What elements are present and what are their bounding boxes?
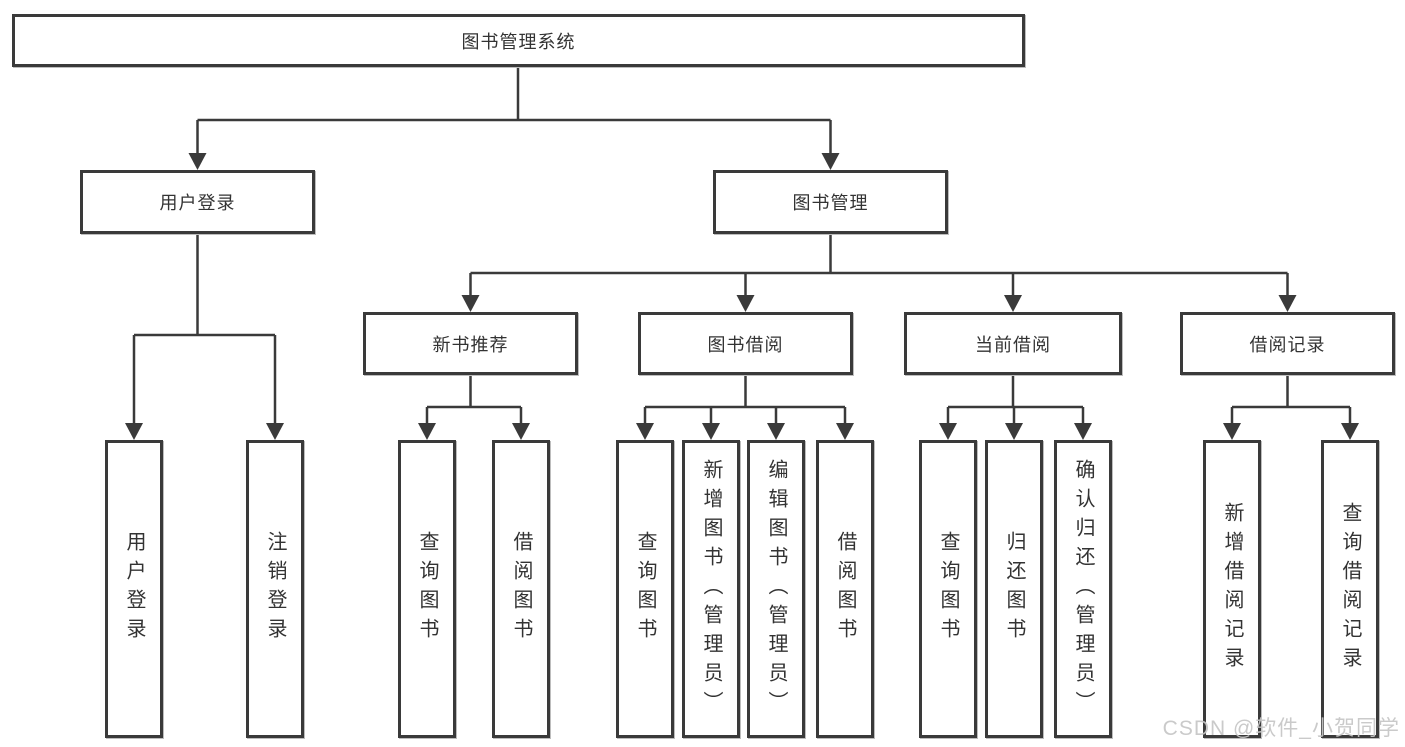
leaf-borrow-book-1: 借阅图书 [492, 440, 550, 738]
leaf-add-book-admin-label: 新增图书（管理员） [700, 458, 722, 720]
connector-book-borrow-children [636, 375, 854, 440]
connector-user-login-children [125, 234, 284, 440]
arrowhead-icon [821, 153, 840, 170]
leaf-query-borrow-record: 查询借阅记录 [1321, 440, 1379, 738]
leaf-query-book-1: 查询图书 [398, 440, 456, 738]
arrowhead-icon [1341, 423, 1359, 440]
connector-new-rec-children [418, 375, 530, 440]
arrowhead-icon [125, 423, 143, 440]
leaf-user-login-label: 用户登录 [123, 531, 145, 647]
connector-root-to-level2 [188, 67, 840, 170]
arrowhead-icon [836, 423, 854, 440]
leaf-logout-label: 注销登录 [264, 531, 286, 647]
arrowhead-icon [1004, 295, 1022, 312]
leaf-query-book-3-label: 查询图书 [937, 531, 959, 647]
leaf-query-book-2-label: 查询图书 [634, 531, 656, 647]
leaf-return-book-label: 归还图书 [1003, 531, 1025, 647]
arrowhead-icon [939, 423, 957, 440]
leaf-borrow-book-1-label: 借阅图书 [510, 531, 532, 647]
node-user-login: 用户登录 [80, 170, 315, 234]
node-book-borrow: 图书借阅 [638, 312, 853, 375]
arrowhead-icon [1074, 423, 1092, 440]
leaf-add-book-admin: 新增图书（管理员） [682, 440, 740, 738]
arrowhead-icon [1005, 423, 1023, 440]
connector-book-mgmt-children [461, 234, 1297, 312]
leaf-query-book-1-label: 查询图书 [416, 531, 438, 647]
leaf-query-book-3: 查询图书 [919, 440, 977, 738]
node-root-system: 图书管理系统 [12, 14, 1025, 67]
arrowhead-icon [767, 423, 785, 440]
node-book-mgmt-label: 图书管理 [792, 193, 869, 213]
node-current-borrow-label: 当前借阅 [975, 334, 1051, 355]
node-current-borrow: 当前借阅 [904, 312, 1122, 375]
arrowhead-icon [461, 295, 480, 312]
node-book-borrow-label: 图书借阅 [707, 334, 784, 355]
node-user-login-label: 用户登录 [159, 193, 236, 213]
leaf-borrow-book-2: 借阅图书 [816, 440, 874, 738]
leaf-user-login: 用户登录 [105, 440, 163, 738]
arrowhead-icon [736, 295, 755, 312]
arrowhead-icon [512, 423, 530, 440]
node-book-mgmt: 图书管理 [713, 170, 948, 234]
leaf-confirm-return-admin: 确认归还（管理员） [1054, 440, 1112, 738]
leaf-add-borrow-record: 新增借阅记录 [1203, 440, 1261, 738]
node-root-label: 图书管理系统 [461, 31, 576, 52]
arrowhead-icon [1223, 423, 1241, 440]
arrowhead-icon [702, 423, 720, 440]
leaf-edit-book-admin-label: 编辑图书（管理员） [765, 458, 787, 720]
node-borrow-records: 借阅记录 [1180, 312, 1395, 375]
node-borrow-records-label: 借阅记录 [1249, 334, 1326, 355]
leaf-add-borrow-record-label: 新增借阅记录 [1221, 502, 1243, 676]
arrowhead-icon [636, 423, 654, 440]
leaf-confirm-return-admin-label: 确认归还（管理员） [1072, 458, 1094, 720]
arrowhead-icon [1278, 295, 1297, 312]
node-new-book-rec-label: 新书推荐 [432, 334, 509, 355]
connector-records-children [1223, 375, 1359, 440]
csdn-watermark: CSDN @软件_小贺同学 [1162, 717, 1400, 740]
leaf-edit-book-admin: 编辑图书（管理员） [747, 440, 805, 738]
leaf-query-book-2: 查询图书 [616, 440, 674, 738]
connector-current-children [939, 375, 1092, 440]
node-new-book-rec: 新书推荐 [363, 312, 578, 375]
leaf-logout: 注销登录 [246, 440, 304, 738]
leaf-query-borrow-record-label: 查询借阅记录 [1339, 502, 1361, 676]
arrowhead-icon [266, 423, 284, 440]
arrowhead-icon [188, 153, 207, 170]
arrowhead-icon [418, 423, 436, 440]
leaf-return-book: 归还图书 [985, 440, 1043, 738]
leaf-borrow-book-2-label: 借阅图书 [834, 531, 856, 647]
